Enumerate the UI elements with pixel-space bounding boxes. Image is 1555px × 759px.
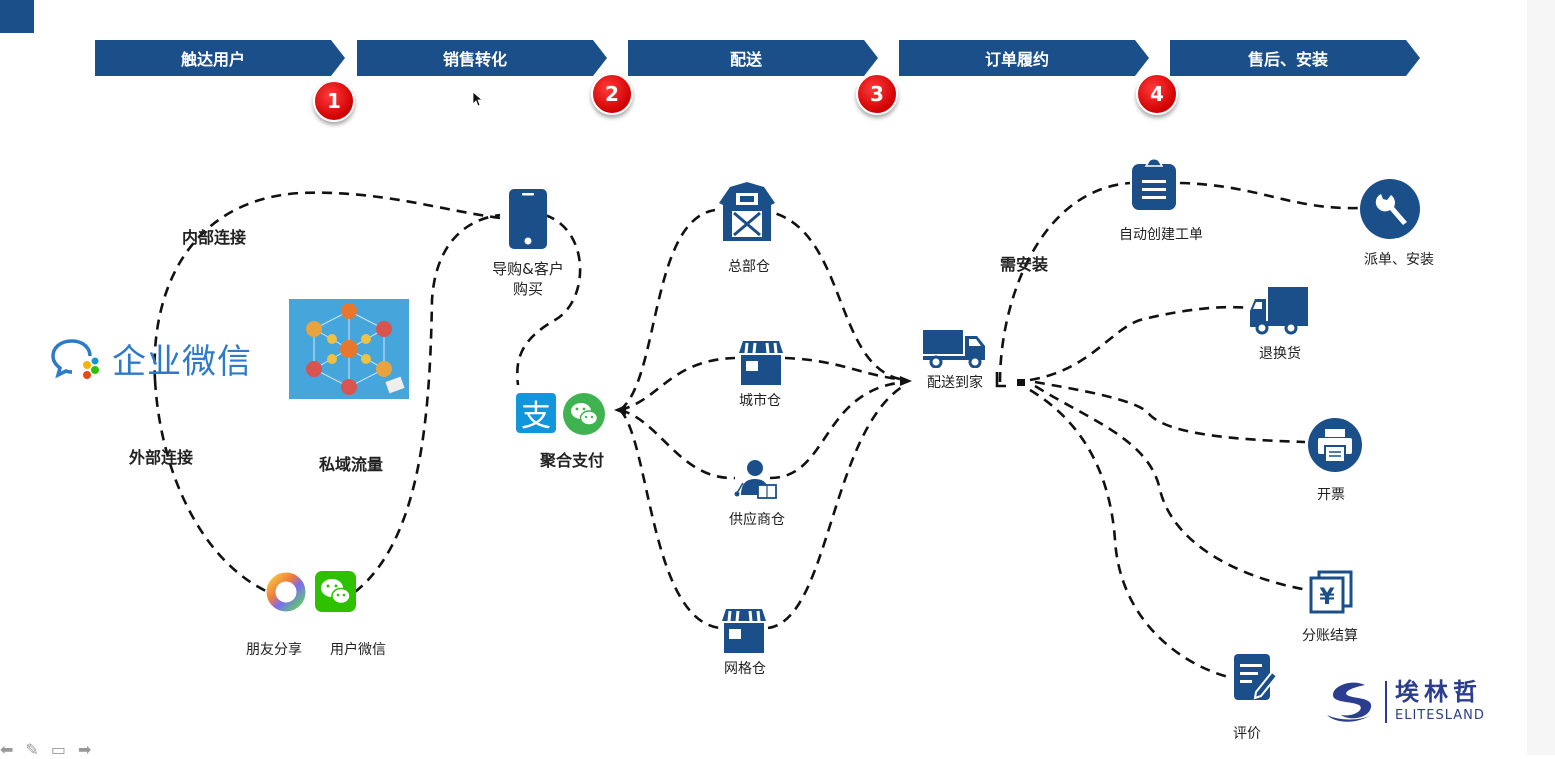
line-hq-delivery <box>759 208 906 382</box>
next-slide-icon[interactable]: ➡ <box>77 740 92 759</box>
right-gutter <box>1527 0 1555 755</box>
auto-work-order-label: 自动创建工单 <box>1119 227 1203 243</box>
aggregate-pay-label: 聚合支付 <box>539 451 605 470</box>
line-pay-supplier <box>619 408 736 480</box>
step-badge-4: 4 <box>1136 73 1178 115</box>
stage-label: 销售转化 <box>442 50 507 69</box>
line-review <box>1029 388 1233 680</box>
stage-label: 售后、安装 <box>1247 50 1328 69</box>
line-return <box>1029 305 1251 382</box>
svg-text:¥: ¥ <box>1319 585 1335 610</box>
line-pay-hq <box>619 208 716 412</box>
warehouse-label-city: 城市仓 <box>739 393 781 409</box>
warehouse-label-hq: 总部仓 <box>728 259 770 275</box>
return-truck-icon <box>1250 287 1308 335</box>
line-pay-city <box>619 356 736 412</box>
line-workorder-dispatch <box>1179 181 1361 210</box>
barn-icon <box>719 182 775 241</box>
stage-after-sales: 售后、安装 <box>1170 40 1420 76</box>
need-install-label: 需安装 <box>999 255 1049 274</box>
wrench-icon <box>1360 179 1420 239</box>
storefront-icon <box>739 341 783 385</box>
warehouse-label-grid: 网格仓 <box>724 661 766 677</box>
smartphone-icon <box>509 189 547 249</box>
delivery-home-label: 配送到家 <box>927 375 983 391</box>
brand-name-cn: 埃林哲 <box>1395 678 1482 706</box>
review-label: 评价 <box>1233 726 1261 742</box>
delivery-fanout-node <box>1017 379 1025 386</box>
step-badge-1: 1 <box>313 80 355 122</box>
arrow-to-pay <box>614 405 626 415</box>
slide-menu-icon[interactable]: ▭ <box>50 740 66 759</box>
supplier-icon <box>734 460 777 499</box>
line-install <box>998 181 1131 383</box>
moments-icon <box>266 572 306 612</box>
step-badge-3: 3 <box>856 73 898 115</box>
wecom-logo: 企业微信 <box>50 334 252 383</box>
stage-reach-users: 触达用户 <box>95 40 345 76</box>
line-city-delivery <box>784 356 906 382</box>
alipay-icon: 支 <box>516 393 556 434</box>
user-wechat-label: 用户微信 <box>330 642 386 658</box>
printer-icon <box>1308 418 1362 472</box>
brand-mark-icon <box>1327 682 1372 722</box>
line-phone-pay <box>516 213 582 386</box>
brand-separator <box>1385 680 1387 723</box>
internal-link-label: 内部连接 <box>181 228 247 247</box>
line-external <box>153 379 269 594</box>
guide-purchase-label: 导购&客户 购买 <box>492 260 564 298</box>
line-invoice <box>1034 380 1306 444</box>
moments-label: 朋友分享 <box>246 642 302 658</box>
stage-delivery: 配送 <box>628 40 878 76</box>
wecom-icon <box>51 338 99 379</box>
line-settlement <box>1034 384 1309 592</box>
return-exchange-label: 退换货 <box>1259 346 1301 362</box>
grid-store-icon <box>722 609 766 653</box>
review-icon <box>1234 654 1278 700</box>
stage-label: 触达用户 <box>180 50 245 69</box>
settlement-label: 分账结算 <box>1302 628 1358 644</box>
external-link-label: 外部连接 <box>128 448 194 467</box>
brand-logo: 埃林哲 ELITESLAND <box>1325 680 1485 723</box>
wechat-pay-icon <box>563 393 605 435</box>
arrow-to-delivery <box>900 376 912 386</box>
invoice-label: 开票 <box>1317 487 1345 503</box>
slideshow-toolbar: ⬅ ✎ ▭ ➡ <box>0 740 91 759</box>
corner-block <box>0 0 34 33</box>
clipboard-icon <box>1132 158 1176 210</box>
stage-order-fulfillment: 订单履约 <box>899 40 1149 76</box>
line-supplier-delivery <box>769 380 906 480</box>
brand-name-en: ELITESLAND <box>1395 708 1485 723</box>
line-pay-grid <box>619 409 721 630</box>
pen-icon[interactable]: ✎ <box>25 740 39 759</box>
mouse-cursor-icon <box>472 91 484 107</box>
stage-sales-conversion: 销售转化 <box>357 40 607 76</box>
stage-label: 配送 <box>729 50 762 69</box>
warehouse-label-supplier: 供应商仓 <box>729 512 785 528</box>
private-traffic-image <box>289 299 409 399</box>
step-badge-2: 2 <box>591 73 633 115</box>
delivery-truck-icon <box>923 330 985 368</box>
settlement-yen-icon: ¥ <box>1309 570 1353 614</box>
wechat-icon <box>315 571 356 612</box>
dispatch-install-label: 派单、安装 <box>1364 252 1434 268</box>
stage-label: 订单履约 <box>984 50 1049 69</box>
previous-slide-icon[interactable]: ⬅ <box>0 740 14 759</box>
wecom-logo-text: 企业微信 <box>112 342 252 382</box>
line-internal <box>153 191 501 381</box>
line-grid-delivery <box>767 383 906 630</box>
private-traffic-label: 私域流量 <box>318 455 384 474</box>
